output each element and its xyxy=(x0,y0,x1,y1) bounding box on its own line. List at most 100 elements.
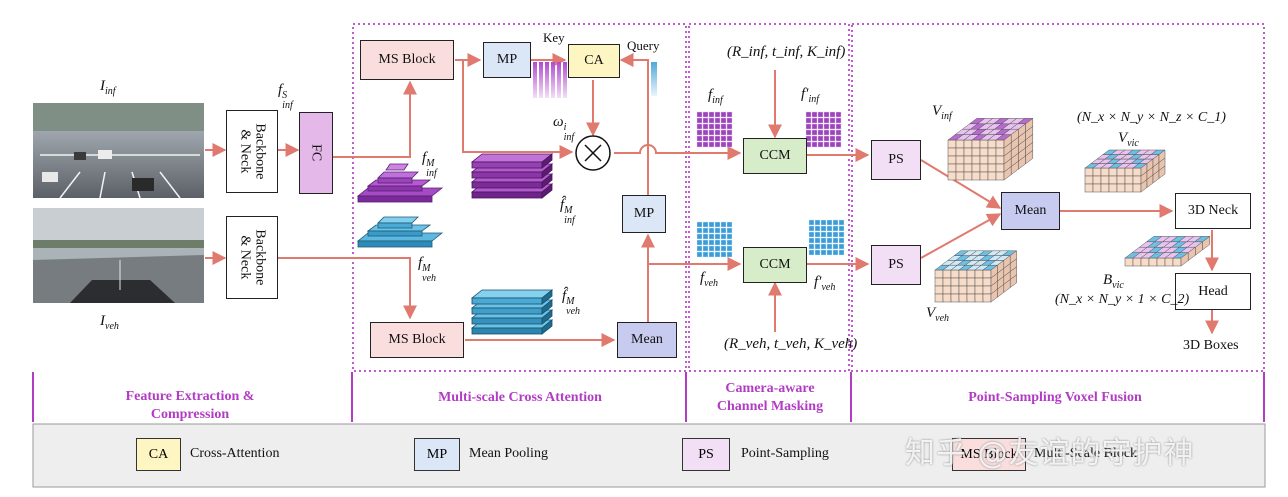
grid-cell xyxy=(835,135,842,142)
grid-cell xyxy=(808,219,815,226)
grid-cell xyxy=(726,135,733,142)
voxel-front xyxy=(958,277,968,287)
voxel-cube-veh xyxy=(934,250,1018,303)
grid-cell xyxy=(702,239,709,246)
grid-cell xyxy=(696,117,703,124)
grid-cell xyxy=(835,117,842,124)
grid-cell xyxy=(720,233,727,240)
grid-cell xyxy=(702,117,709,124)
legend-key-ms: MS Block xyxy=(952,438,1026,471)
legend-key-mp: MP xyxy=(414,438,460,471)
voxel-front xyxy=(966,285,976,295)
backbone-neck-inf: Backbone & Neck xyxy=(226,110,278,193)
voxel-front xyxy=(1148,257,1158,267)
grid-cell xyxy=(814,237,821,244)
grid-cell xyxy=(708,245,715,252)
grid-cell xyxy=(832,219,839,226)
voxel-front xyxy=(963,147,973,157)
voxel-front xyxy=(1100,175,1110,185)
grid-cell xyxy=(835,129,842,136)
grid-cell xyxy=(708,233,715,240)
grid-cell xyxy=(826,231,833,238)
voxel-front xyxy=(958,285,968,295)
legend-label-mp: Mean Pooling xyxy=(469,446,548,461)
voxel-side xyxy=(1158,165,1166,179)
grid-f-prime-inf xyxy=(805,111,842,148)
grid-cell xyxy=(817,111,824,118)
grid-cell xyxy=(696,141,703,148)
voxel-cube-inf xyxy=(947,117,1034,181)
voxel-front xyxy=(1092,183,1102,193)
grid-cell xyxy=(726,111,733,118)
grid-cell xyxy=(832,249,839,256)
voxel-front xyxy=(982,285,992,295)
legend-label-ms: Multi-Scale Block xyxy=(1034,446,1138,461)
stack-inf xyxy=(470,153,554,199)
voxel-front xyxy=(987,147,997,157)
voxel-front xyxy=(955,171,965,181)
grid-cell xyxy=(720,239,727,246)
mean-block-psvf: Mean xyxy=(1001,192,1060,230)
legend-label-ca: Cross-Attention xyxy=(190,446,280,461)
voxel-front xyxy=(966,269,976,279)
grid-cell xyxy=(832,225,839,232)
grid-cell xyxy=(696,221,703,228)
grid-cell xyxy=(814,219,821,226)
grid-cell xyxy=(708,135,715,142)
voxel-front xyxy=(974,269,984,279)
grid-cell xyxy=(696,111,703,118)
voxel-front xyxy=(1124,183,1134,193)
grid-cell xyxy=(720,117,727,124)
voxel-front xyxy=(955,139,965,149)
grid-cell xyxy=(817,135,824,142)
grid-cell xyxy=(826,237,833,244)
voxel-front xyxy=(1108,167,1118,177)
grid-cell xyxy=(702,111,709,118)
voxel-front xyxy=(1132,167,1142,177)
backbone-neck-veh: Backbone & Neck xyxy=(226,216,278,299)
label-f-veh: fveh xyxy=(700,270,719,289)
arrows xyxy=(205,53,1219,347)
section-ccm: Camera-aware Channel Masking xyxy=(716,381,824,414)
grid-cell xyxy=(720,111,727,118)
grid-cell xyxy=(829,111,836,118)
grid-cell xyxy=(702,129,709,136)
grid-cell xyxy=(820,243,827,250)
grid-cell xyxy=(708,111,715,118)
grid-cell xyxy=(708,141,715,148)
grid-cell xyxy=(820,249,827,256)
grid-cell xyxy=(720,123,727,130)
grid-f-prime-veh xyxy=(808,219,845,256)
ps-block-veh: PS xyxy=(871,245,921,285)
grid-cell xyxy=(696,123,703,130)
grid-cell xyxy=(823,123,830,130)
voxel-front xyxy=(934,285,944,295)
section-psvf: Point-Sampling Voxel Fusion xyxy=(968,390,1142,405)
label-i-veh: Iveh xyxy=(100,313,119,332)
voxel-front xyxy=(950,293,960,303)
grid-cell xyxy=(808,237,815,244)
grid-cell xyxy=(829,123,836,130)
grid-cell xyxy=(720,227,727,234)
voxel-front xyxy=(1092,175,1102,185)
voxel-front xyxy=(987,155,997,165)
voxel-front xyxy=(955,147,965,157)
grid-cell xyxy=(832,231,839,238)
neck3d-block: 3D Neck xyxy=(1175,193,1251,229)
voxel-front xyxy=(982,277,992,287)
voxel-front xyxy=(963,171,973,181)
multiply-operator xyxy=(575,135,611,171)
voxel-front xyxy=(987,163,997,173)
grid-cell xyxy=(708,239,715,246)
label-query: Query xyxy=(627,38,660,53)
voxel-front xyxy=(963,163,973,173)
grid-cell xyxy=(702,123,709,130)
grid-cell xyxy=(811,111,818,118)
voxel-front xyxy=(995,171,1005,181)
grid-cell xyxy=(714,111,721,118)
voxel-front xyxy=(1124,175,1134,185)
voxel-front xyxy=(995,139,1005,149)
voxel-front xyxy=(942,277,952,287)
grid-cell xyxy=(720,251,727,258)
label-key: Key xyxy=(543,30,565,45)
